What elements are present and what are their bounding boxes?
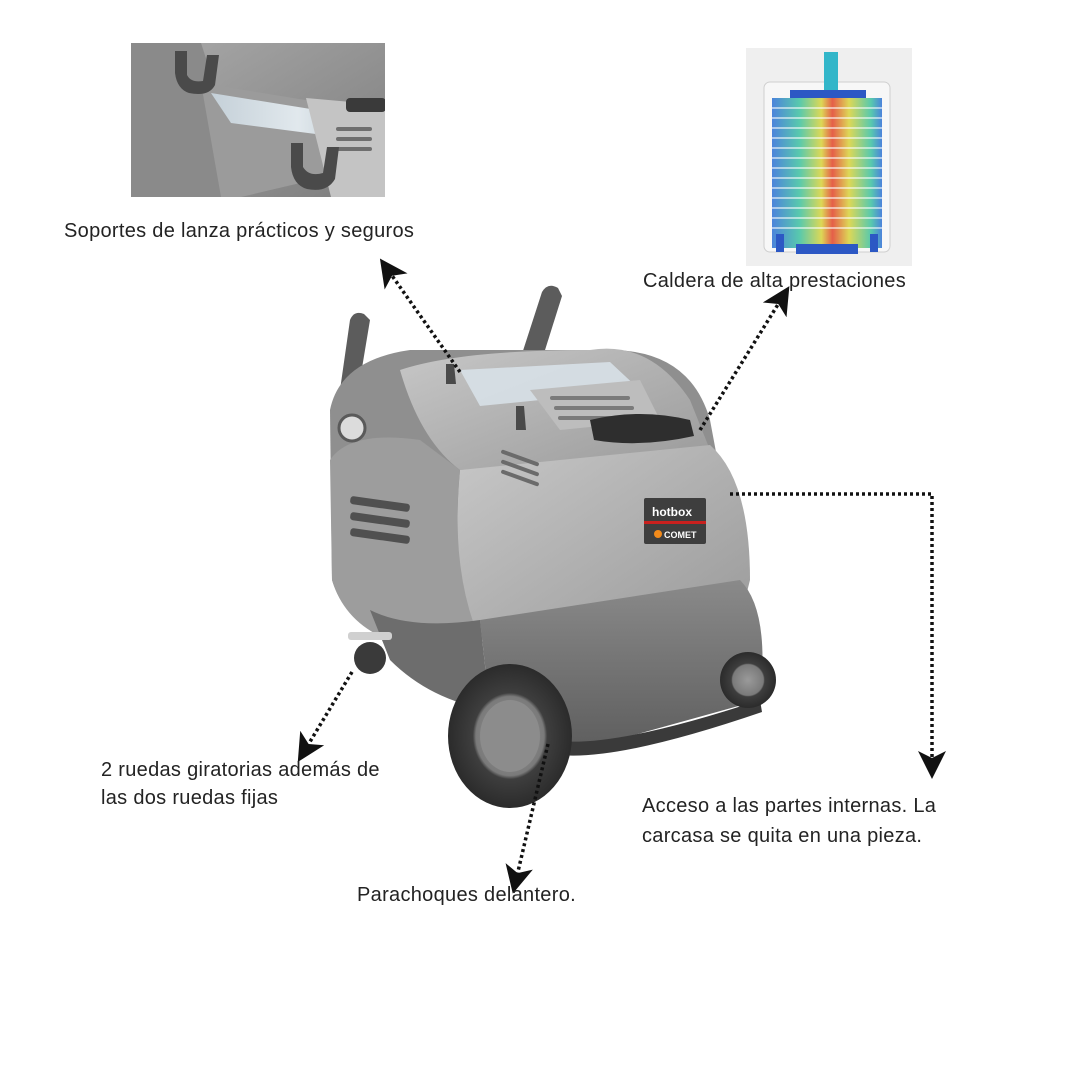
front-bumper-label: Parachoques delantero. — [357, 884, 576, 906]
internal-access-label-line2: carcasa se quita en una pieza. — [642, 825, 923, 847]
arrow-internal-access — [730, 492, 946, 779]
arrow-lance-holders — [379, 258, 462, 374]
lance-holders-label: Soportes de lanza prácticos y seguros — [64, 220, 415, 242]
brand-name: hotbox — [652, 505, 692, 519]
brand-badge: hotbox COMET — [644, 498, 706, 544]
lance-holders-photo — [131, 43, 385, 197]
swivel-wheels-label-line1: 2 ruedas giratorias además de — [101, 759, 380, 781]
maker-name: COMET — [664, 530, 697, 540]
internal-access-label-line1: Acceso a las partes internas. La — [642, 795, 937, 817]
arrow-front-bumper — [505, 743, 550, 894]
boiler-label: Caldera de alta prestaciones — [643, 270, 906, 292]
arrow-swivel-wheels — [297, 671, 354, 762]
boiler-photo — [746, 48, 912, 266]
pressure-washer-illustration: hotbox COMET — [310, 280, 790, 810]
swivel-wheels-label-line2: las dos ruedas fijas — [101, 787, 279, 809]
arrow-boiler — [698, 286, 790, 431]
